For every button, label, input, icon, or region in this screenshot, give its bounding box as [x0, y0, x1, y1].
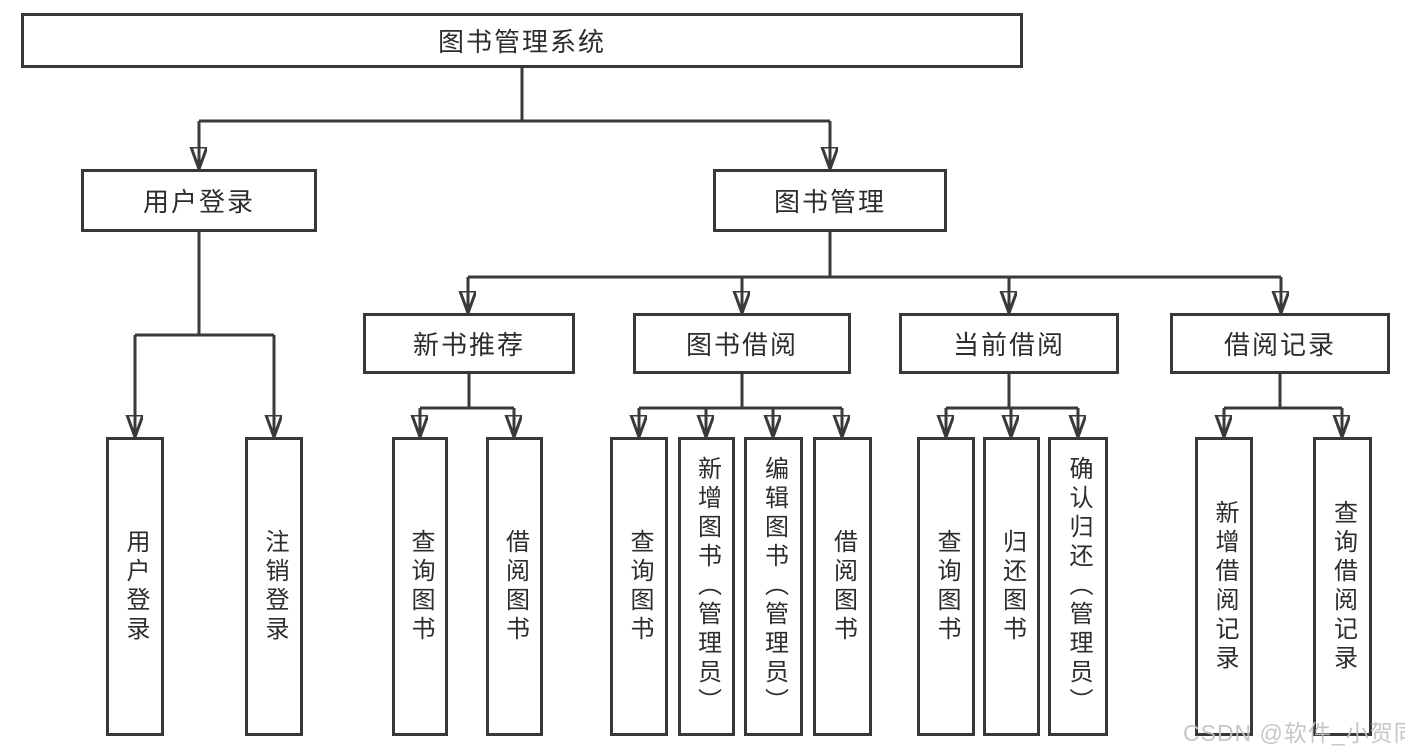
leaf-add-borrow-record: 新增借阅记录	[1195, 437, 1253, 736]
node-label: 注销登录	[261, 528, 288, 645]
node-label: 借阅图书	[501, 528, 529, 645]
node-library-management-system: 图书管理系统	[21, 13, 1023, 68]
tree-trunk-lines	[135, 68, 1342, 410]
node-current-borrowing: 当前借阅	[899, 313, 1119, 374]
leaf-add-book-admin: 新增图书（管理员）	[678, 437, 735, 736]
node-new-book-recommendation: 新书推荐	[363, 313, 575, 374]
node-label: 新书推荐	[412, 330, 525, 360]
node-label: 借阅记录	[1223, 330, 1336, 360]
node-label: 查询图书	[407, 528, 434, 645]
node-label: 图书管理	[773, 187, 886, 217]
node-book-management: 图书管理	[713, 169, 947, 232]
leaf-logout: 注销登录	[245, 437, 303, 736]
leaf-confirm-return-admin: 确认归还（管理员）	[1048, 437, 1108, 736]
leaf-user-login: 用户登录	[106, 437, 164, 736]
node-label: 确认归还（管理员）	[1065, 456, 1092, 717]
node-label: 用户登录	[122, 528, 149, 645]
leaf-query-books-recommend: 查询图书	[392, 437, 448, 736]
node-label: 图书管理系统	[437, 27, 606, 57]
node-label: 当前借阅	[952, 330, 1065, 360]
node-label: 用户登录	[142, 187, 255, 217]
leaf-borrow-books: 借阅图书	[813, 437, 872, 736]
leaf-borrow-books-recommend: 借阅图书	[486, 437, 543, 736]
node-label: 图书借阅	[685, 330, 798, 360]
leaf-query-books-borrow: 查询图书	[610, 437, 668, 736]
node-label: 新增图书（管理员）	[693, 456, 721, 717]
leaf-edit-book-admin: 编辑图书（管理员）	[744, 437, 803, 736]
csdn-watermark: CSDN @软件_小贺同学	[1183, 720, 1405, 746]
leaf-return-book: 归还图书	[983, 437, 1040, 736]
node-label: 归还图书	[998, 528, 1026, 645]
node-label: 查询图书	[626, 528, 653, 645]
node-book-borrowing: 图书借阅	[633, 313, 851, 374]
tree-arrow-lines	[135, 121, 1342, 437]
node-label: 借阅图书	[829, 528, 857, 645]
node-label: 查询图书	[933, 528, 960, 645]
leaf-query-borrow-record: 查询借阅记录	[1313, 437, 1372, 736]
node-label: 新增借阅记录	[1211, 499, 1238, 674]
node-user-login: 用户登录	[81, 169, 317, 232]
node-label: 编辑图书（管理员）	[760, 456, 788, 717]
node-label: 查询借阅记录	[1329, 499, 1357, 674]
node-borrowing-records: 借阅记录	[1170, 313, 1390, 374]
leaf-query-books-current: 查询图书	[917, 437, 975, 736]
